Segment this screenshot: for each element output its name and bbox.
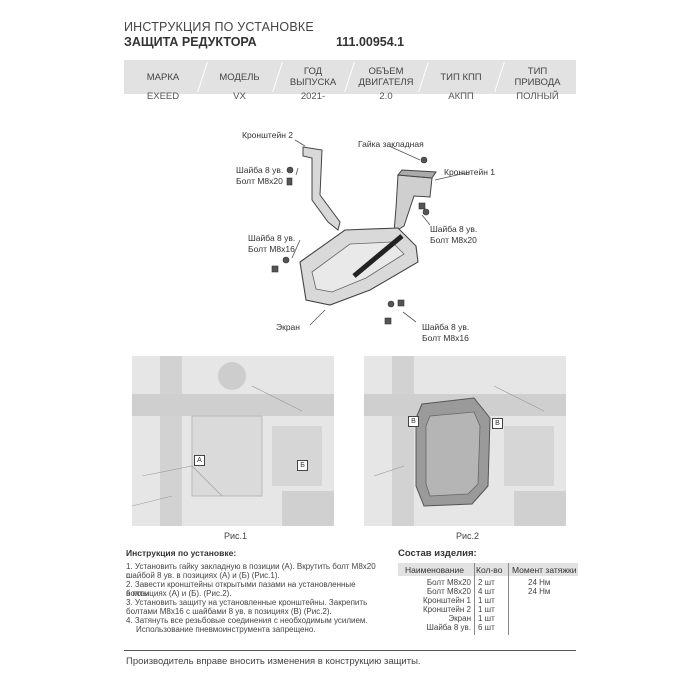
instructions-title: Инструкция по установке:	[126, 548, 237, 558]
part-name: Кронштейн 2	[423, 605, 471, 614]
instruction-line: в позициях (А) и (Б). (Рис.2).	[126, 589, 232, 598]
mark-b: Б	[297, 460, 308, 471]
parts-table-header-bar	[398, 563, 578, 576]
instruction-line: шайбой 8 ув. в позициях (А) и (Б) (Рис.1…	[126, 571, 280, 580]
part-qty: 1 шт	[478, 596, 495, 605]
label-bolt-c: Болт М8х16	[248, 244, 295, 254]
part-name: Кронштейн 1	[423, 596, 471, 605]
part-qty: 1 шт	[478, 605, 495, 614]
spec-value-year: 2021-	[300, 91, 326, 102]
part-qty: 2 шт	[478, 578, 495, 587]
assembly-drawing	[271, 139, 471, 326]
label-washer-b: Шайба 8 ув.	[430, 224, 478, 234]
label-bracket-2: Кронштейн 2	[242, 130, 293, 140]
article-number: 111.00954.1	[336, 35, 405, 49]
instruction-line: Использование пневмоинструмента запрещен…	[136, 625, 316, 634]
part-name: Экран	[448, 614, 471, 623]
part-torque: 24 Нм	[528, 578, 551, 587]
spec-value-engine: 2.0	[379, 91, 393, 102]
instruction-line: 2. Завести кронштейны открытыми пазами н…	[126, 580, 356, 599]
footer-note: Производитель вправе вносить изменения в…	[126, 656, 421, 667]
mark-v-left: В	[408, 416, 419, 427]
label-bracket-1: Кронштейн 1	[444, 167, 495, 177]
photo-fig2: В В	[364, 356, 566, 526]
doc-title-line2: ЗАЩИТА РЕДУКТОРА	[124, 35, 257, 49]
spec-header-transmission: ТИП КПП	[440, 71, 482, 83]
part-name: Болт М8х20	[426, 587, 471, 596]
parts-header-qty: Кол-во	[476, 564, 503, 575]
label-bolt-a: Болт М8х20	[236, 176, 283, 186]
parts-divider	[474, 563, 475, 635]
label-washer-c: Шайба 8 ув.	[248, 233, 296, 243]
instruction-line: болтами М8х16 с шайбами 8 ув. в позициях…	[126, 607, 332, 616]
photo-fig1: А Б	[132, 356, 334, 526]
mark-a: А	[194, 455, 205, 466]
label-bolt-d: Болт М8х16	[422, 333, 469, 343]
spec-value-model: VX	[233, 91, 246, 102]
parts-divider	[508, 563, 509, 635]
footer-divider	[124, 650, 576, 651]
part-name: Шайба 8 ув.	[426, 623, 471, 632]
caption-fig1: Рис.1	[224, 531, 248, 541]
instruction-line: 1. Установить гайку закладную в позиции …	[126, 562, 376, 581]
label-washer-d: Шайба 8 ув.	[422, 322, 470, 332]
parts-title: Состав изделия:	[398, 548, 477, 559]
label-bolt-b: Болт М8х20	[430, 235, 477, 245]
parts-header-torque: Момент затяжки	[512, 564, 577, 575]
label-shield: Экран	[276, 322, 300, 332]
label-washer-a: Шайба 8 ув.	[236, 165, 284, 175]
part-qty: 4 шт	[478, 587, 495, 596]
part-name: Болт М8х20	[426, 578, 471, 587]
part-qty: 1 шт	[478, 614, 495, 623]
doc-title-line1: ИНСТРУКЦИЯ ПО УСТАНОВКЕ	[124, 20, 314, 34]
spec-header-model: МОДЕЛЬ	[219, 71, 260, 83]
spec-value-drive: ПОЛНЫЙ	[516, 91, 559, 102]
instruction-line: 3. Установить защиту на установленные кр…	[126, 598, 368, 607]
part-qty: 6 шт	[478, 623, 495, 632]
label-insert-nut: Гайка закладная	[358, 139, 424, 149]
mark-v-right: В	[492, 418, 503, 429]
spec-value-transmission: АКПП	[448, 91, 474, 102]
parts-header-name: Наименование	[405, 564, 464, 575]
spec-header-brand: МАРКА	[146, 71, 180, 83]
part-torque: 24 Нм	[528, 587, 551, 596]
spec-table-header-bar	[124, 60, 576, 94]
spec-value-brand: EXEED	[146, 91, 180, 102]
caption-fig2: Рис.2	[456, 531, 480, 541]
instruction-line: 4. Затянуть все резьбовые соединения с н…	[126, 616, 368, 625]
